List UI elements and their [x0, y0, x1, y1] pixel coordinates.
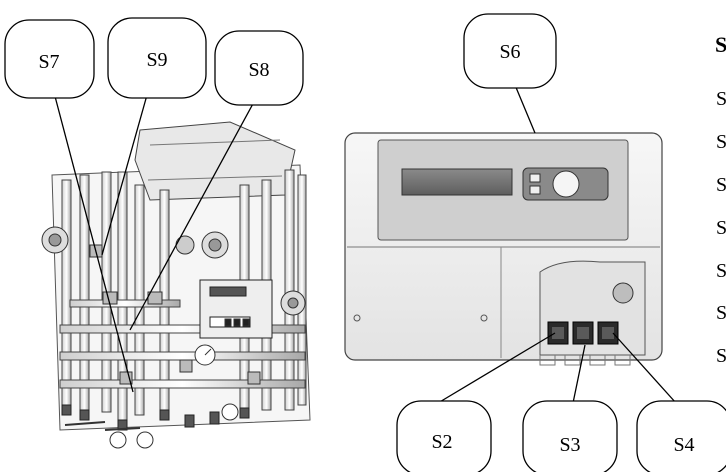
callout-s7: S7 [4, 19, 95, 99]
legend-item: S [716, 260, 726, 282]
legend-heading: S [715, 32, 726, 57]
leader-lines [51, 84, 677, 404]
leader-s4 [612, 332, 677, 404]
legend-item: S [716, 217, 726, 239]
callout-s8-label: S8 [248, 59, 269, 81]
callout-s3: S3 [522, 400, 618, 472]
callout-s4-label: S4 [673, 434, 694, 456]
switches [547, 321, 619, 345]
callout-s6: S6 [463, 13, 557, 89]
rotary-knob [552, 170, 580, 198]
lcd-display [401, 168, 513, 196]
legend-item: S [716, 131, 726, 153]
leader-s7 [51, 84, 134, 393]
callout-s9: S9 [107, 17, 207, 99]
leader-s8 [129, 99, 256, 331]
fuse-cap [612, 282, 634, 304]
legend-item: S [716, 302, 726, 324]
callout-s9-label: S9 [146, 49, 167, 71]
legend-item: S [716, 174, 726, 196]
callout-s3-label: S3 [559, 434, 580, 456]
callout-s2: S2 [396, 400, 492, 472]
callout-s2-label: S2 [431, 431, 452, 453]
leader-s6 [514, 84, 536, 134]
leader-s9 [101, 94, 148, 256]
legend-item: S [716, 88, 726, 110]
controller-unit [344, 132, 663, 366]
hydraulic-station-drawing [41, 121, 311, 449]
leader-s2 [437, 332, 556, 404]
leader-s3 [572, 344, 586, 404]
callout-s8: S8 [214, 30, 304, 106]
callout-s6-label: S6 [499, 41, 520, 63]
callout-s4: S4 [636, 400, 726, 472]
legend-item: S [716, 345, 726, 367]
callout-s7-label: S7 [38, 51, 59, 73]
